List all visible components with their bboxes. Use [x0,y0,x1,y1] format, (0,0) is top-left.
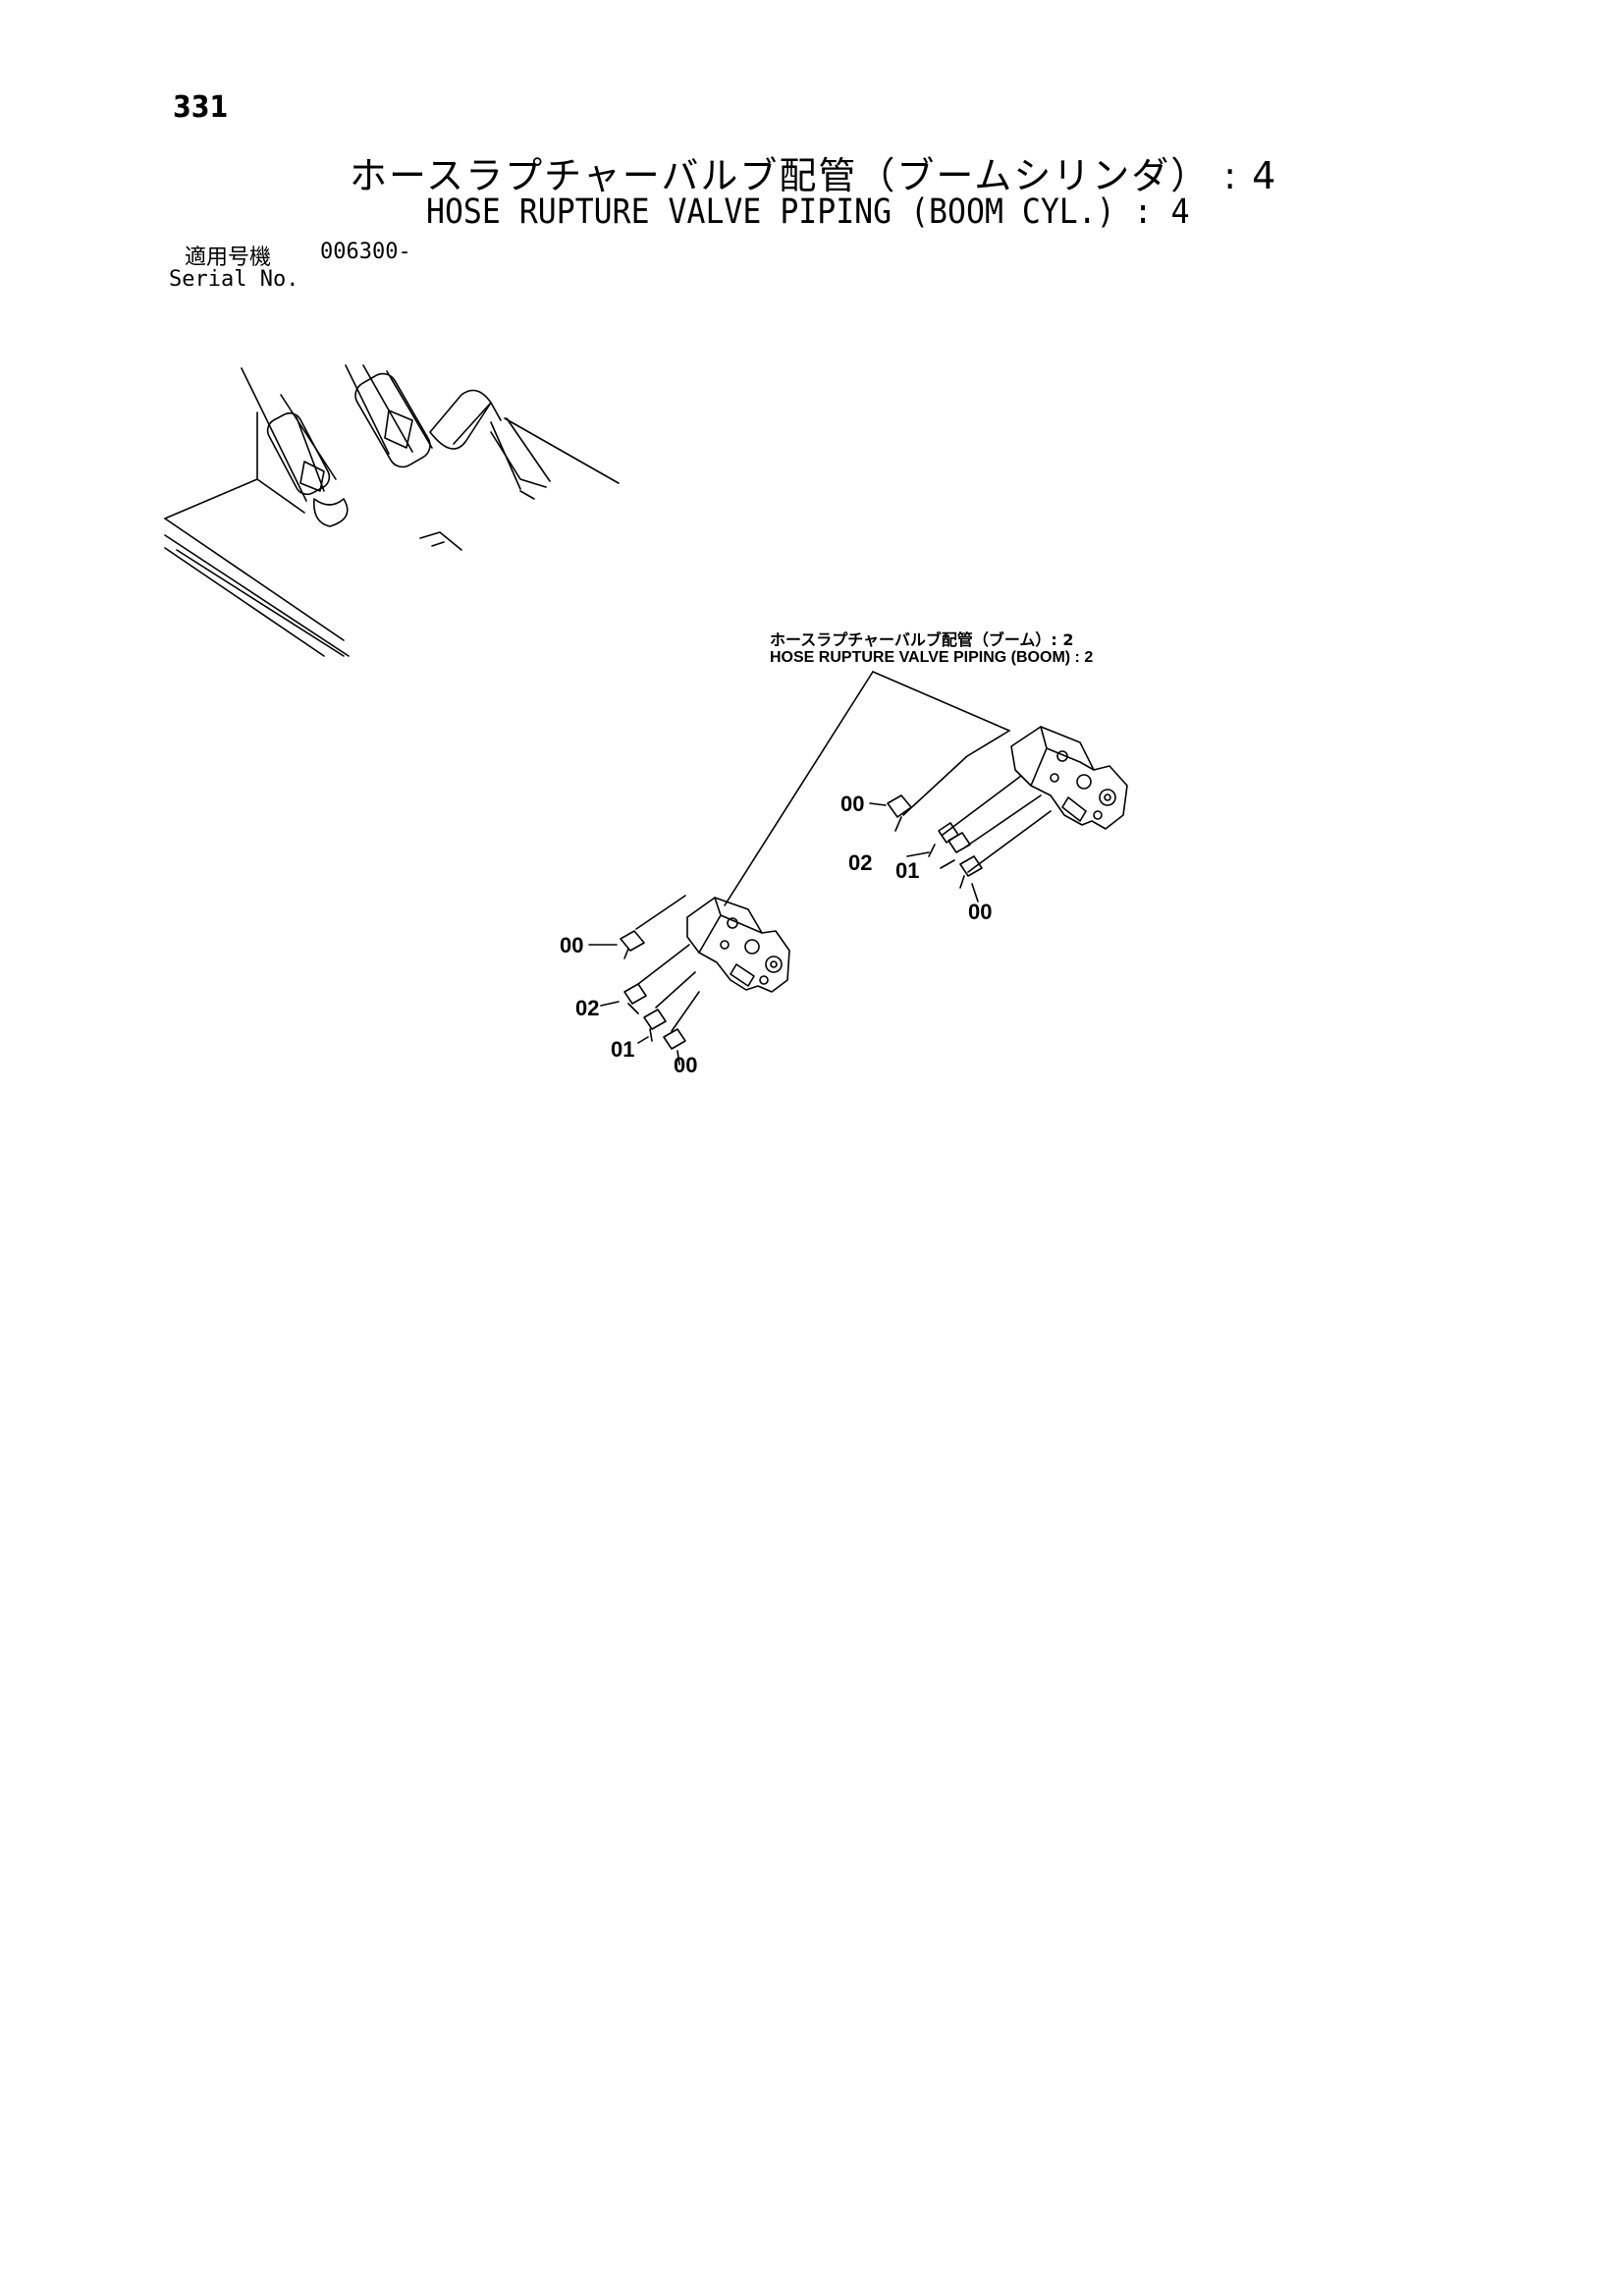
left-hose-rupture-valve [686,897,790,993]
callout-left-02: 02 [575,996,600,1020]
callout-right-02: 02 [848,850,873,875]
callout-right-00-top: 00 [840,792,865,816]
page-number: 331 [173,90,229,125]
callout-right-00-bottom: 00 [968,900,993,924]
reference-title-english: HOSE RUPTURE VALVE PIPING (BOOM) : 2 [770,649,1094,666]
serial-label-japanese: 適用号機 [185,246,272,270]
serial-number-value: 006300- [320,240,411,264]
right-fittings [869,730,1052,902]
page-title-english: HOSE RUPTURE VALVE PIPING (BOOM CYL.) : … [426,192,1190,232]
serial-label-english: Serial No. [169,267,299,292]
callout-right-01: 01 [895,858,920,883]
right-hose-rupture-valve [1010,726,1128,830]
reference-title-japanese: ホースラプチャーバルブ配管（ブーム）: 2 [770,630,1074,649]
boom-cylinder-overview-sketch [164,364,620,657]
page-title-japanese: ホースラプチャーバルブ配管（ブームシリンダ） : 4 [350,154,1278,197]
callout-left-01: 01 [611,1037,635,1062]
callout-left-00-top: 00 [560,933,584,957]
left-fittings [588,895,700,1066]
reference-leader-lines [724,671,1010,906]
callout-left-00-bottom: 00 [674,1053,698,1077]
